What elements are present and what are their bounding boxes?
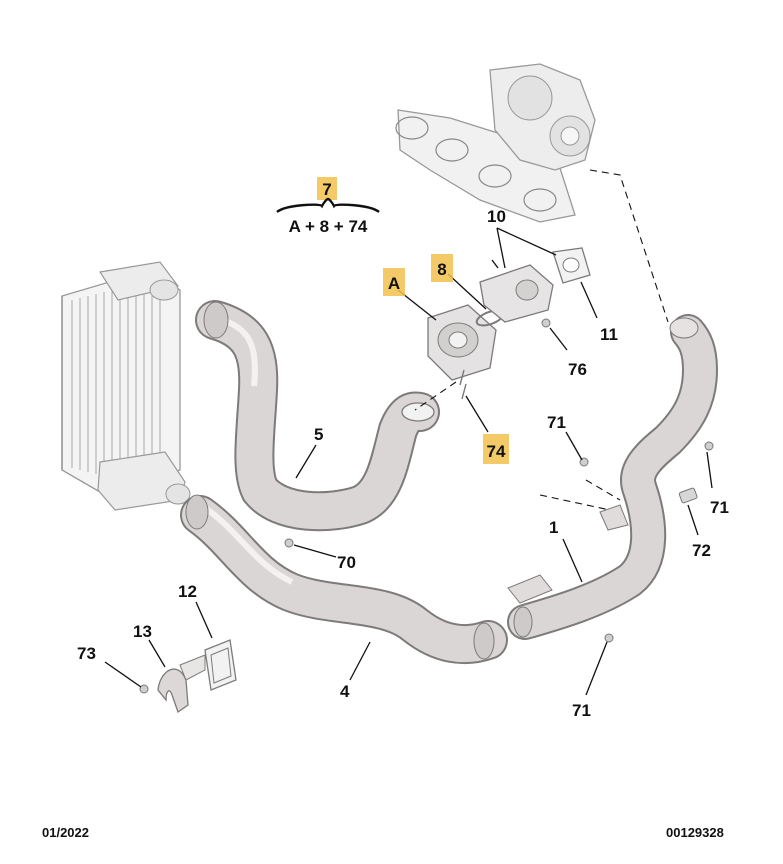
- callout-5: 5: [314, 425, 323, 444]
- callout-71-lower: 71: [572, 701, 591, 720]
- bolt-76: [541, 318, 551, 328]
- callout-A: A: [388, 274, 400, 293]
- leader-lines: [104, 227, 713, 696]
- bolt-71-right: [704, 441, 714, 451]
- footer-reference: 00129328: [666, 825, 724, 840]
- callout-76: 76: [568, 360, 587, 379]
- dashed-guides: [414, 169, 669, 511]
- callout-71-right: 71: [710, 498, 729, 517]
- callout-10: 10: [487, 207, 506, 226]
- assembly-formula: 7 A + 8 + 74: [276, 177, 380, 236]
- egr-valve: [427, 304, 497, 381]
- intercooler: [61, 261, 191, 511]
- bolt-70: [284, 538, 294, 548]
- plate-12: [204, 639, 237, 691]
- egr-housing-10: [479, 247, 591, 323]
- bolts-74: [459, 369, 467, 400]
- highlight-8: [431, 254, 453, 282]
- callout-71-upper: 71: [547, 413, 566, 432]
- bracket-13: [157, 654, 206, 714]
- turbocharger-manifold: [395, 63, 596, 223]
- callout-73: 73: [77, 644, 96, 663]
- callouts: 10 A 8 11 76 74 5 71 71 72 1 70 12 13 73…: [77, 207, 729, 720]
- callout-4: 4: [340, 682, 350, 701]
- bolt-73: [139, 684, 149, 694]
- formula-ref-highlight: [317, 177, 337, 200]
- callout-11: 11: [600, 325, 618, 344]
- callout-13: 13: [133, 622, 152, 641]
- callout-1: 1: [549, 518, 558, 537]
- highlight-A: [383, 268, 405, 296]
- bolt-71-lower: [604, 633, 614, 643]
- callout-12: 12: [178, 582, 197, 601]
- footer-date: 01/2022: [42, 825, 89, 840]
- intake-hose-5: [195, 300, 440, 532]
- intake-hose-4: [180, 494, 508, 665]
- sensor-72: [678, 487, 698, 504]
- formula-ref: 7: [322, 180, 331, 199]
- callout-70: 70: [337, 553, 356, 572]
- callout-74: 74: [487, 442, 506, 461]
- formula-expression: A + 8 + 74: [289, 217, 368, 236]
- callout-72: 72: [692, 541, 711, 560]
- formula-brace: [276, 197, 380, 214]
- intake-pipe-1: [507, 314, 719, 640]
- callout-8: 8: [437, 260, 446, 279]
- highlight-74: [483, 434, 509, 464]
